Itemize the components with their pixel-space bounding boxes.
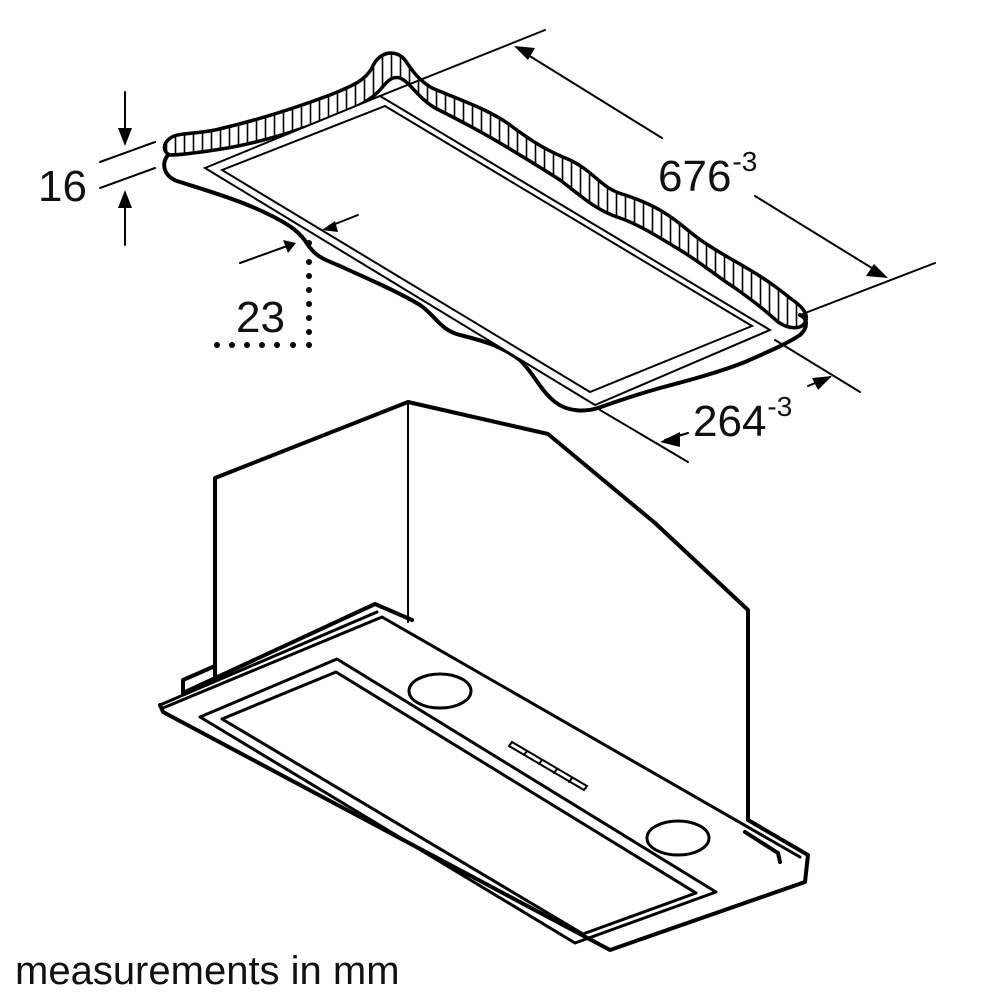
frame-back-rim-inner: [161, 615, 802, 859]
label-cutout-width: 264-3: [693, 393, 792, 446]
cutout-length-tolerance: -3: [732, 146, 758, 177]
edge-offset-value: 23: [236, 293, 285, 342]
units-caption: measurements in mm: [15, 949, 400, 993]
dimension-676: [379, 29, 936, 316]
thickness-value: 16: [38, 162, 87, 211]
filter-panel-outer: [198, 657, 718, 945]
label-edge-offset: 23: [236, 296, 285, 340]
cutout-opening-inner: [219, 104, 755, 394]
cutout-length-value: 676: [658, 152, 732, 201]
cutout-panel: [162, 51, 809, 413]
control-strip: [507, 740, 589, 792]
housing-outline: [213, 400, 750, 872]
cutout-width-value: 264: [693, 397, 767, 446]
hatched-edge: [162, 51, 809, 330]
frame-right-notch: [743, 830, 782, 864]
dimension-16: [99, 91, 156, 246]
frame-outer-edge: [158, 703, 810, 952]
panel-front-edge: [162, 153, 808, 413]
frame-back-rim: [181, 602, 414, 695]
light-left-icon: [407, 672, 473, 710]
cutout-opening-outer: [202, 94, 773, 407]
label-thickness: 16: [38, 165, 87, 209]
dimension-23: [214, 214, 359, 348]
light-right-icon: [645, 819, 711, 857]
hood-unit: [158, 400, 810, 952]
label-cutout-length: 676-3: [658, 148, 757, 201]
dimension-264: [599, 339, 861, 463]
filter-panel-inner: [220, 670, 698, 936]
cutout-width-tolerance: -3: [767, 391, 793, 422]
frame-top-edge: [158, 610, 379, 707]
